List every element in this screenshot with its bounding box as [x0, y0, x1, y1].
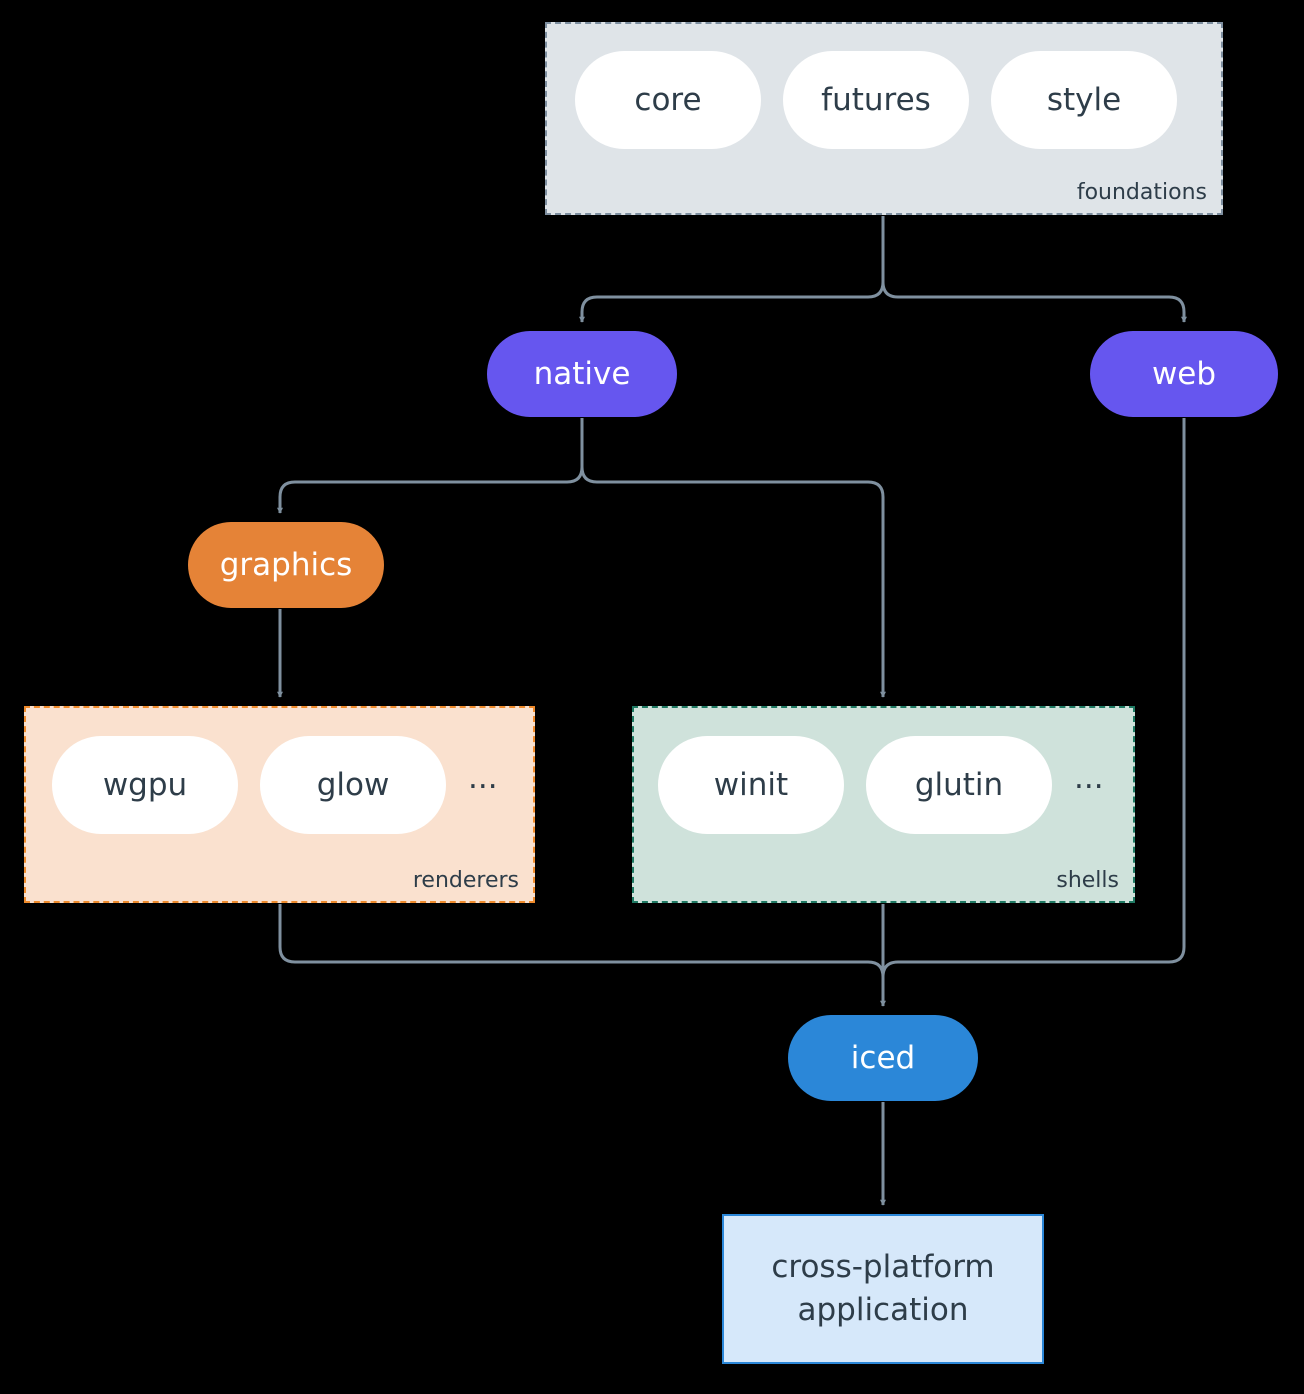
edge-merge-right-curve — [881, 960, 899, 978]
pill-core[interactable]: core — [575, 51, 761, 149]
group-renderers: wgpu glow ... renderers — [24, 706, 535, 903]
shells-pill-row: winit glutin ... — [658, 736, 1104, 834]
node-iced[interactable]: iced — [788, 1015, 978, 1101]
shells-more-ellipsis: ... — [1074, 759, 1104, 796]
node-web[interactable]: web — [1090, 331, 1278, 417]
edge-native-shells — [580, 466, 886, 698]
node-native[interactable]: native — [487, 331, 677, 417]
edge-renderers-iced — [278, 904, 868, 964]
pill-glutin[interactable]: glutin — [866, 736, 1052, 834]
edge-foundations-native — [579, 216, 885, 323]
renderers-more-ellipsis: ... — [468, 759, 498, 796]
pill-futures[interactable]: futures — [783, 51, 969, 149]
group-label-shells: shells — [1056, 868, 1119, 893]
node-graphics[interactable]: graphics — [188, 522, 384, 608]
foundations-pill-row: core futures style — [575, 51, 1177, 149]
pill-wgpu[interactable]: wgpu — [52, 736, 238, 834]
application-label-wrapper: cross-platform application — [771, 1246, 994, 1333]
pill-glow[interactable]: glow — [260, 736, 446, 834]
edge-merge-left-curve — [867, 960, 885, 978]
pill-winit[interactable]: winit — [658, 736, 844, 834]
group-shells: winit glutin ... shells — [632, 706, 1135, 903]
group-label-foundations: foundations — [1076, 180, 1207, 205]
application-label-line1: cross-platform — [771, 1248, 995, 1285]
node-cross-platform-application[interactable]: cross-platform application — [722, 1214, 1044, 1364]
group-label-renderers: renderers — [412, 868, 519, 893]
renderers-pill-row: wgpu glow ... — [52, 736, 498, 834]
group-foundations: core futures style foundations — [545, 22, 1223, 215]
application-label-line2: application — [797, 1292, 969, 1328]
edge-foundations-web — [881, 281, 1187, 323]
edge-native-graphics — [277, 418, 584, 514]
pill-style[interactable]: style — [991, 51, 1177, 149]
